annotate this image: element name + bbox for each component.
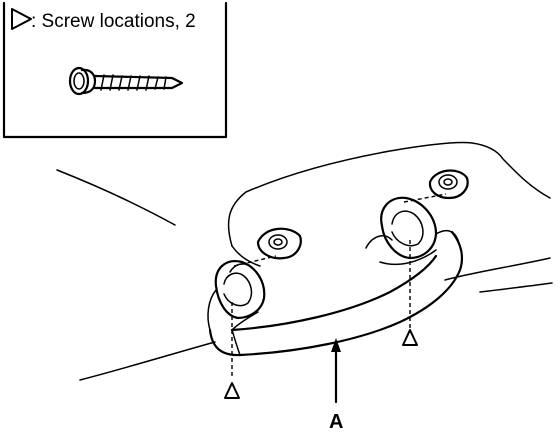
part-a-callout: A [329, 411, 343, 433]
alignment-lines [231, 193, 447, 378]
roof-lining-panel [79, 141, 553, 381]
mounting-hole-left [256, 227, 302, 260]
screw-icon [68, 66, 184, 96]
screw-location-marker-left [224, 382, 240, 399]
legend-box: : Screw locations, 2 [2, 1, 228, 139]
assist-grip-handle [207, 196, 463, 357]
legend-text: : Screw locations, 2 [31, 11, 196, 32]
triangle-marker-icon [11, 8, 32, 30]
part-a-leader [331, 338, 341, 404]
mounting-hole-right [428, 169, 469, 200]
background-curve [56, 169, 176, 226]
screw-location-marker-right [402, 329, 418, 346]
